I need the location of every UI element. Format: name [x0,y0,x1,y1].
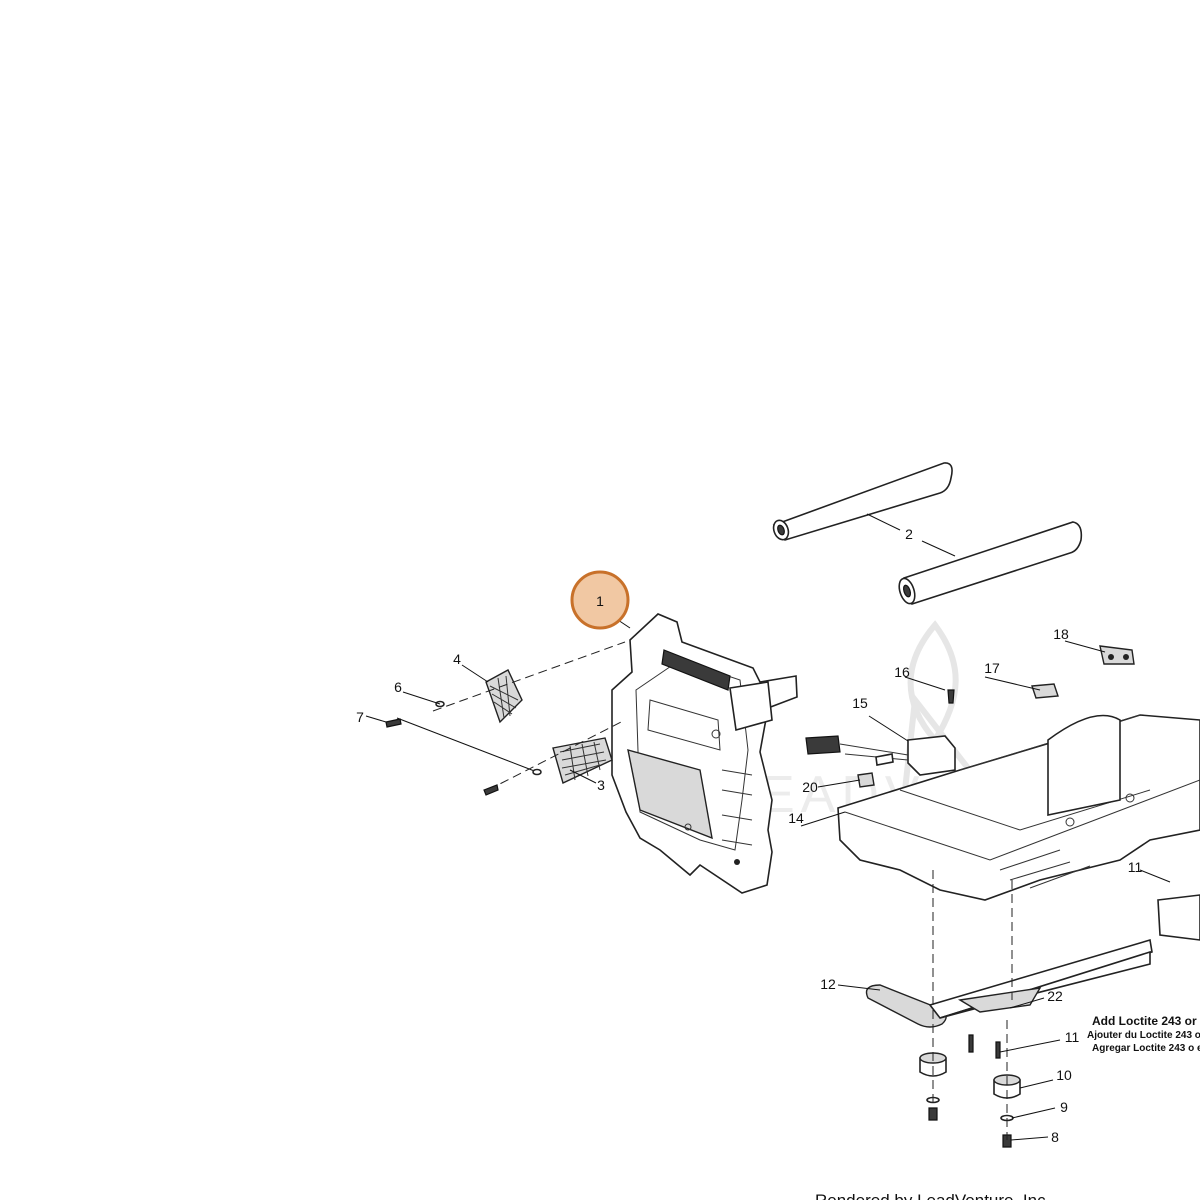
wiring-module-15[interactable] [805,735,956,776]
clip-18[interactable] [1099,645,1135,665]
callout-11-lower[interactable]: 11 [1065,1029,1080,1045]
callout-17[interactable]: 17 [984,660,1000,676]
handle-tube-upper[interactable] [771,462,953,542]
callout-2[interactable]: 2 [905,526,913,542]
screw-7[interactable] [385,718,402,728]
handle-tube-lower[interactable] [896,521,1083,606]
washer-9[interactable] [926,1096,1014,1122]
callout-16[interactable]: 16 [894,664,910,680]
callout-7[interactable]: 7 [356,709,364,725]
clip-17[interactable] [1031,683,1059,699]
note-line-1: Add Loctite 243 or eq [1092,1014,1200,1028]
callout-10[interactable]: 10 [1056,1067,1072,1083]
bracket-22[interactable] [957,987,1042,1013]
callout-9[interactable]: 9 [1060,1099,1068,1115]
screw-11[interactable] [968,1034,1001,1059]
callout-12[interactable]: 12 [820,976,836,992]
callout-6[interactable]: 6 [394,679,402,695]
bracket-right[interactable] [1157,894,1200,941]
footer-credit: Rendered by LeadVenture, Inc. [815,1191,1050,1200]
callout-11-upper[interactable]: 11 [1128,859,1143,875]
screw-7b[interactable] [483,784,499,796]
callout-1-highlight[interactable] [570,570,630,630]
loctite-note: Add Loctite 243 or eq Ajouter du Loctite… [1087,1014,1200,1054]
frame-grille [661,649,731,691]
note-line-2: Ajouter du Loctite 243 ou e [1087,1030,1200,1041]
screw-16[interactable] [947,689,955,704]
note-line-3: Agregar Loctite 243 o eq [1092,1043,1200,1054]
callout-8[interactable]: 8 [1051,1129,1059,1145]
callout-20[interactable]: 20 [802,779,818,795]
callout-3[interactable]: 3 [597,777,605,793]
callout-4[interactable]: 4 [453,651,461,667]
callout-1[interactable]: 1 [596,593,604,609]
mesh-filter-4[interactable] [485,669,523,724]
front-frame[interactable] [611,613,798,894]
callout-18[interactable]: 18 [1053,626,1069,642]
base-tray[interactable] [837,714,1200,901]
callout-22[interactable]: 22 [1047,988,1063,1004]
washer-6[interactable] [435,700,542,776]
clip-20[interactable] [857,772,875,788]
screw-8[interactable] [928,1107,1012,1148]
callout-14[interactable]: 14 [788,810,804,826]
callout-15[interactable]: 15 [852,695,868,711]
